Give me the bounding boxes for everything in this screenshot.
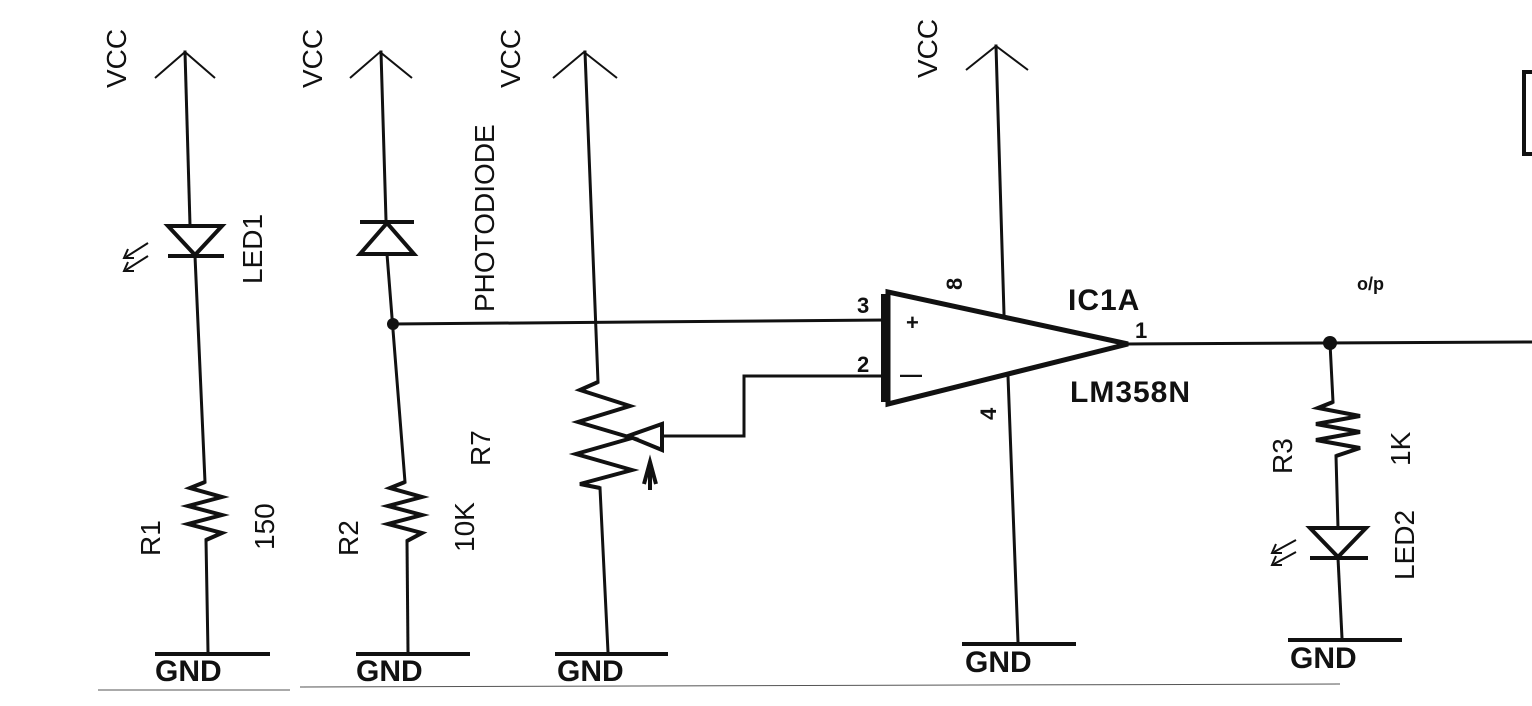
potentiometer-branch: GND VCC R7 [465,29,887,688]
led2-symbol [1270,526,1371,566]
gnd-label-1: GND [155,655,222,688]
r2-value: 10K [449,502,480,552]
wire-r2-gnd [405,539,410,654]
vcc-label-4: VCC [912,19,943,78]
r1-value: 150 [249,503,280,550]
wire-wiper-to-minus [660,374,887,438]
ic-part-label: LM358N [1070,376,1191,409]
plus-sign: + [906,310,919,335]
pin3-label: 3 [857,293,869,318]
r7-label: R7 [465,430,496,466]
wire-r1-gnd [204,538,210,654]
r2-resistor [380,480,430,543]
opamp-triangle [885,288,1129,408]
r1-label: R1 [135,520,166,556]
pin8-label: 8 [942,278,967,290]
r3-label: R3 [1267,438,1298,474]
r7-potentiometer [568,380,640,490]
wire-pd-to-plus [391,318,887,326]
wire-pd-r2 [385,252,407,484]
r3-resistor [1310,400,1361,458]
vcc-label-1: VCC [101,29,132,88]
pot-wiper-arrow [622,421,664,453]
r1-resistor [180,480,230,542]
wire-pot-gnd [598,486,610,654]
gnd-label-3: GND [557,655,624,688]
wire-led1-r1 [193,254,207,484]
minus-sign: — [900,362,922,387]
photodiode-branch: GND VCC PHOTODIODE R2 10K [297,29,500,688]
photodiode-label: PHOTODIODE [469,124,500,312]
opamp-ic1a: + — 3 2 1 8 4 IC1A LM358N GND VCC [391,19,1191,679]
wire-r3-led2 [1334,454,1340,530]
pot-adjust-arrow [642,454,658,485]
gnd-label-4: GND [965,646,1032,679]
wire-pot-top [583,50,600,384]
wire-pd-top [379,50,388,222]
r2-label: R2 [333,520,364,556]
gnd-label-5: GND [1290,642,1357,675]
led2-label: LED2 [1389,510,1420,580]
wire-led2-gnd [1336,556,1344,640]
wire-out-r3 [1328,341,1335,404]
output-branch: o/p GND R3 1K LED2 [1126,274,1532,675]
output-label: o/p [1357,274,1384,294]
pin2-label: 2 [857,352,869,377]
vcc-label-3: VCC [495,29,526,88]
r3-value: 1K [1385,431,1416,466]
vcc-label-2: VCC [297,29,328,88]
baseline-rule-2 [299,683,1341,688]
ic-name-label: IC1A [1068,284,1140,317]
wire-opamp-vcc [994,44,1006,316]
wire-opamp-gnd [1006,374,1020,644]
gnd-label-2: GND [356,655,423,688]
led1-branch: GND VCC LED1 R1 150 [101,29,280,688]
pin4-label: 4 [976,407,1001,420]
pin1-label: 1 [1135,318,1147,343]
wire-led1-top [183,50,192,227]
led1-symbol [122,224,227,272]
photodiode-symbol [355,219,419,256]
edge-bracket [1522,70,1532,156]
led1-label: LED1 [237,214,268,284]
